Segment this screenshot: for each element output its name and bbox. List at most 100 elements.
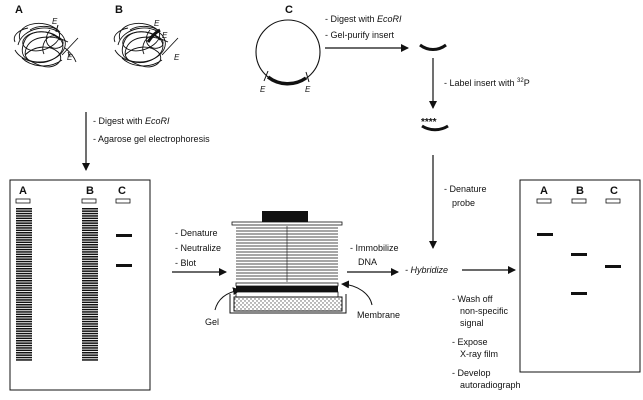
gel-smear-stripe bbox=[82, 208, 98, 210]
blot-tray-walls bbox=[229, 294, 347, 314]
gel-smear-stripe bbox=[82, 270, 98, 272]
gel-smear-stripe bbox=[16, 342, 32, 344]
gel-smear-stripe bbox=[16, 241, 32, 244]
gel-smear-stripe bbox=[82, 337, 98, 340]
gel-smear-stripe bbox=[16, 270, 32, 272]
ecori-site-b1: E bbox=[154, 19, 160, 28]
ecori-site-a2: E bbox=[67, 53, 73, 62]
blot-glass-plate bbox=[231, 221, 343, 226]
gel-smear-stripe bbox=[16, 323, 32, 325]
gel-smear-stripe bbox=[16, 330, 32, 332]
blot-step-line2: - Neutralize bbox=[175, 243, 221, 253]
autorad-lane-b-band-2 bbox=[571, 292, 587, 295]
autorad-lane-c-band bbox=[605, 265, 621, 268]
ecori-site-c1: E bbox=[260, 85, 266, 94]
gel-smear-stripe bbox=[82, 342, 98, 344]
digest-gel-line2: - Agarose gel electrophoresis bbox=[93, 134, 210, 144]
gel-well-a bbox=[15, 198, 31, 204]
gel-smear-stripe bbox=[16, 308, 32, 311]
gel-smear-stripe bbox=[16, 313, 32, 316]
autorad-lane-a-band bbox=[537, 233, 553, 236]
sample-a-label: A bbox=[15, 4, 23, 16]
gel-smear-stripe bbox=[16, 335, 32, 337]
gel-smear-stripe bbox=[82, 241, 98, 244]
gel-smear-stripe bbox=[82, 224, 98, 227]
gel-smear-stripe bbox=[82, 272, 98, 275]
blot-weight bbox=[262, 211, 308, 222]
gel-lane-b-smear bbox=[82, 208, 98, 361]
gel-smear-stripe bbox=[16, 236, 32, 239]
hybridize-label: - Hybridize bbox=[405, 265, 448, 275]
gel-smear-stripe bbox=[16, 280, 32, 282]
blot-buffer-tray bbox=[233, 296, 343, 312]
gel-smear-stripe bbox=[16, 337, 32, 340]
labeled-probe-fragment bbox=[421, 124, 449, 132]
gel-lane-c-band-1 bbox=[116, 234, 132, 237]
gel-smear-stripe bbox=[16, 316, 32, 318]
gel-smear-stripe bbox=[82, 268, 98, 270]
blot-membrane-layer bbox=[235, 282, 339, 287]
purified-insert-fragment bbox=[419, 43, 447, 51]
gel-smear-stripe bbox=[16, 212, 32, 215]
gel-smear-stripe bbox=[82, 347, 98, 349]
gel-smear-stripe bbox=[82, 234, 98, 236]
label-insert-text: - Label insert with 32P bbox=[444, 78, 530, 88]
gel-smear-stripe bbox=[16, 239, 32, 241]
gel-smear-stripe bbox=[16, 347, 32, 349]
gel-smear-stripe bbox=[82, 325, 98, 328]
gel-smear-stripe bbox=[16, 287, 32, 289]
gel-smear-stripe bbox=[82, 354, 98, 356]
gel-well-b bbox=[81, 198, 97, 204]
ecori-site-a1: E bbox=[52, 17, 58, 26]
gel-smear-stripe bbox=[16, 229, 32, 232]
gel-smear-stripe bbox=[16, 318, 32, 320]
autorad-well-a bbox=[536, 198, 552, 204]
gel-smear-stripe bbox=[16, 299, 32, 301]
gel-smear-stripe bbox=[16, 296, 32, 299]
develop-line2: autoradiograph bbox=[460, 380, 521, 390]
autoradiograph bbox=[519, 179, 641, 373]
gel-smear-stripe bbox=[82, 330, 98, 332]
membrane-label: Membrane bbox=[357, 310, 400, 320]
gel-smear-stripe bbox=[16, 224, 32, 227]
gel-smear-stripe bbox=[16, 227, 32, 229]
gel-smear-stripe bbox=[16, 277, 32, 280]
denature-probe-line1: - Denature bbox=[444, 184, 487, 194]
gel-smear-stripe bbox=[82, 263, 98, 265]
gel-smear-stripe bbox=[82, 313, 98, 316]
insert-segment-b bbox=[146, 28, 161, 43]
gel-smear-stripe bbox=[82, 323, 98, 325]
gel-well-c bbox=[115, 198, 131, 204]
gel-smear-stripe bbox=[16, 359, 32, 361]
gel-smear-stripe bbox=[82, 227, 98, 229]
gel-smear-stripe bbox=[16, 215, 32, 217]
gel-pointer-arrow bbox=[214, 287, 241, 311]
digest-purify-line2: - Gel-purify insert bbox=[325, 30, 395, 40]
plasmid-c-insert bbox=[266, 75, 308, 86]
gel-smear-stripe bbox=[16, 248, 32, 251]
gel-smear-stripe bbox=[82, 349, 98, 352]
gel-smear-stripe bbox=[82, 359, 98, 361]
ecori-site-c2: E bbox=[305, 85, 311, 94]
gel-smear-stripe bbox=[82, 301, 98, 304]
gel-smear-stripe bbox=[82, 344, 98, 347]
gel-smear-stripe bbox=[16, 268, 32, 270]
gel-smear-stripe bbox=[82, 304, 98, 306]
gel-smear-stripe bbox=[82, 296, 98, 299]
gel-smear-stripe bbox=[16, 275, 32, 277]
wash-line2: non-specific bbox=[460, 306, 509, 316]
blot-step-line3: - Blot bbox=[175, 258, 197, 268]
expose-line2: X-ray film bbox=[460, 349, 498, 359]
gel-smear-stripe bbox=[82, 260, 98, 263]
gel-smear-stripe bbox=[82, 356, 98, 359]
gel-smear-stripe bbox=[82, 220, 98, 222]
blot-wick-sponge bbox=[235, 291, 339, 298]
gel-smear-stripe bbox=[16, 284, 32, 287]
ecori-site-b2: E bbox=[162, 31, 168, 40]
gel-smear-stripe bbox=[82, 244, 98, 246]
gel-smear-stripe bbox=[82, 328, 98, 330]
immobilize-line1: - Immobilize bbox=[350, 243, 399, 253]
gel-smear-stripe bbox=[16, 289, 32, 292]
gel-lane-b-label: B bbox=[86, 185, 94, 197]
autorad-lane-a-label: A bbox=[540, 185, 548, 197]
